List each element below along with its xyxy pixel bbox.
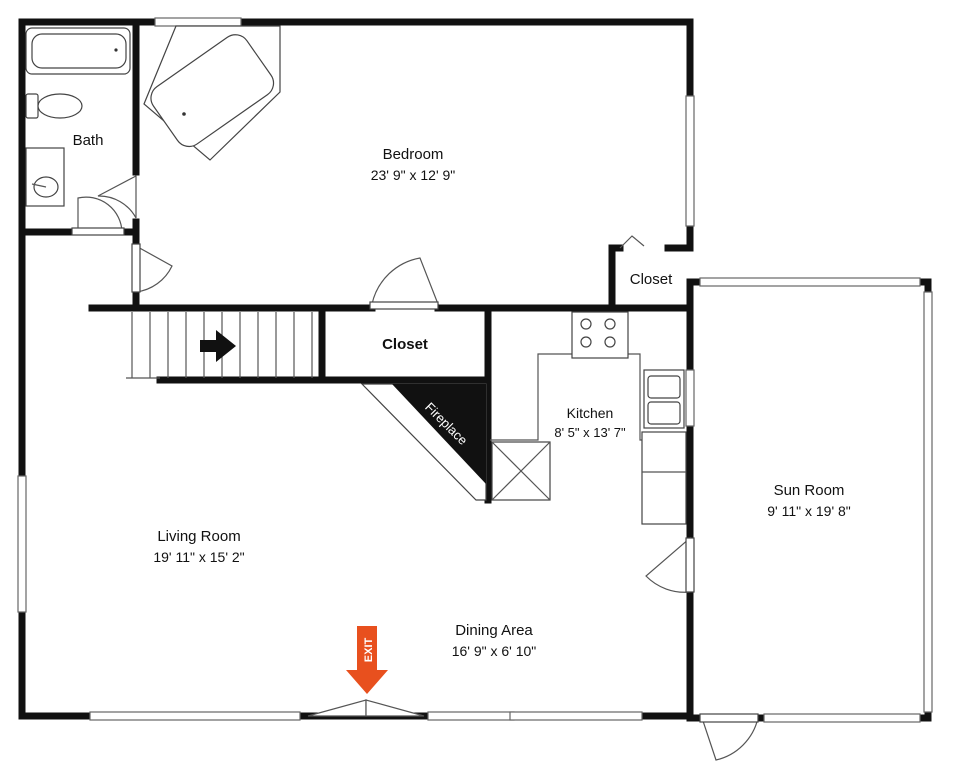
kitchen-name: Kitchen: [567, 405, 614, 421]
corner-tub-icon: [143, 25, 281, 161]
hall-closet-name: Closet: [382, 336, 428, 353]
sink-icon: [25, 147, 65, 207]
doors: [71, 175, 759, 761]
sun-room-dims: 9' 11" x 19' 8": [767, 503, 851, 519]
bedroom-dims: 23' 9" x 12' 9": [371, 167, 456, 183]
refrigerator-icon: [641, 431, 687, 525]
stair-direction-arrow-icon: [200, 330, 236, 362]
fireplace: Fireplace: [360, 383, 487, 501]
bath-fixtures: [25, 27, 131, 207]
bedroom-name: Bedroom: [383, 146, 444, 163]
room-labels: Bath Bedroom 23' 9" x 12' 9" Closet Clos…: [73, 132, 851, 659]
living-room-dims: 19' 11" x 15' 2": [153, 549, 244, 565]
bath-name: Bath: [73, 132, 104, 149]
exit-marker: EXIT: [346, 626, 388, 694]
windows: [17, 17, 933, 723]
kitchen-sink-icon: [643, 369, 685, 429]
sun-room-name: Sun Room: [774, 482, 845, 499]
walls: [18, 18, 932, 722]
living-room-name: Living Room: [157, 528, 240, 545]
toilet-icon: [25, 93, 83, 119]
dining-area-dims: 16' 9" x 6' 10": [452, 643, 537, 659]
bedroom-closet-name: Closet: [630, 271, 673, 288]
stove-icon: [571, 311, 629, 359]
dining-area-name: Dining Area: [455, 622, 533, 639]
exit-label: EXIT: [363, 637, 375, 662]
cabinet-icon: [491, 441, 551, 501]
staircase: [126, 312, 313, 379]
kitchen-fixtures: [490, 311, 687, 525]
kitchen-dims: 8' 5" x 13' 7": [554, 425, 626, 440]
